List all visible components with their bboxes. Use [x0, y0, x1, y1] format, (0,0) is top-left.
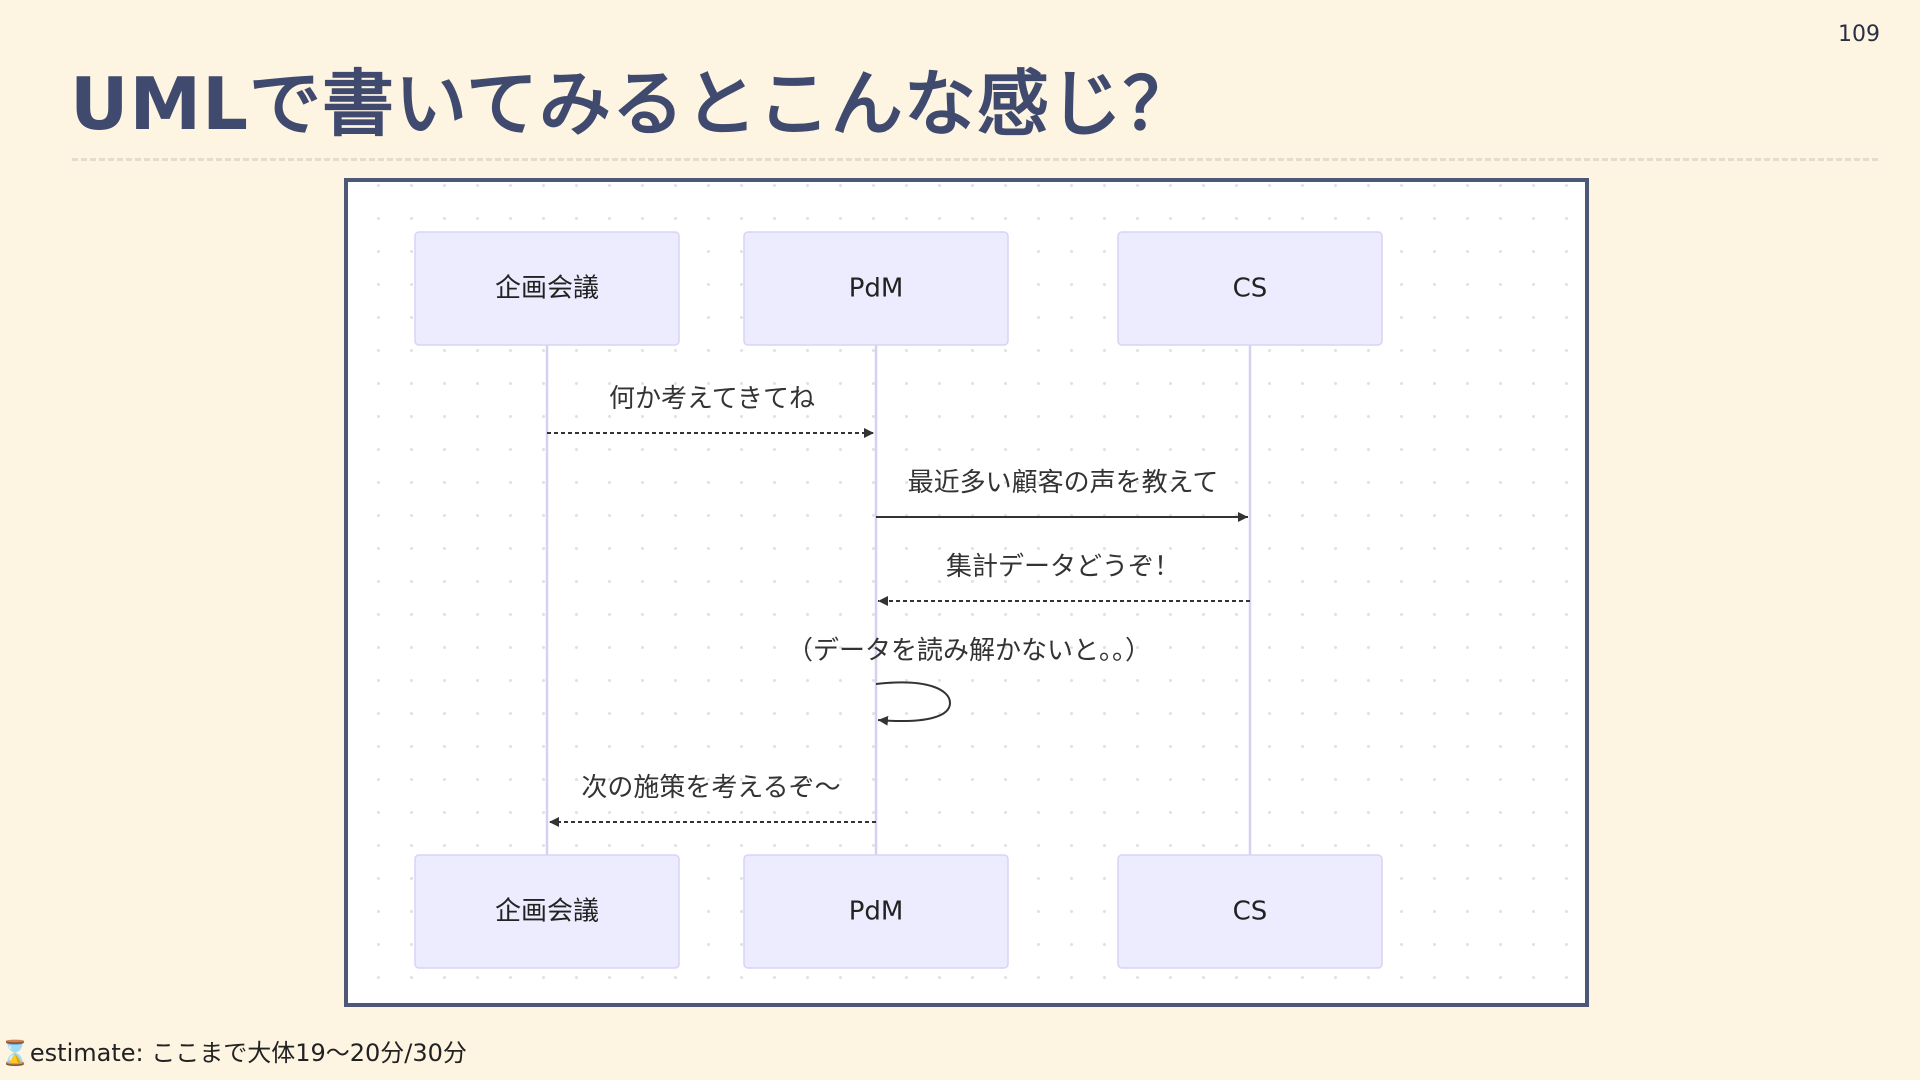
message-5: 次の施策を考えるぞ〜	[549, 773, 876, 827]
estimate-note: ⌛estimate: ここまで大体19〜20分/30分	[0, 1033, 467, 1068]
message-4: （データを読み解かないと。。）	[787, 636, 1151, 726]
title-divider	[72, 158, 1878, 161]
actor-label: PdM	[849, 897, 904, 927]
actor-label: 企画会議	[495, 274, 599, 304]
actor-label: CS	[1233, 274, 1268, 304]
hourglass-icon: ⌛	[0, 1039, 30, 1067]
message-label: 最近多い顧客の声を教えて	[908, 468, 1219, 498]
message-arrow	[875, 681, 952, 726]
slide-title: UMLで書いてみるとこんな感じ？	[70, 62, 1196, 146]
actor-label: 企画会議	[495, 897, 599, 927]
page-number: 109	[1838, 22, 1880, 47]
message-label: 次の施策を考えるぞ〜	[581, 773, 840, 803]
actor-top-planning: 企画会議	[414, 231, 680, 346]
message-label: 集計データどうぞ！	[946, 552, 1180, 582]
message-label: 何か考えてきてね	[609, 384, 815, 414]
actor-label: CS	[1233, 897, 1268, 927]
message-label: （データを読み解かないと。。）	[787, 636, 1151, 666]
sequence-diagram: 企画会議 PdM CS 何か考えてきてね 最近多い顧客の声を教えて 集計データど…	[344, 178, 1589, 1007]
message-3: 集計データどうぞ！	[878, 552, 1250, 606]
actor-top-cs: CS	[1117, 231, 1383, 346]
actor-bottom-planning: 企画会議	[414, 854, 680, 969]
estimate-text: estimate: ここまで大体19〜20分/30分	[29, 1039, 467, 1067]
actor-bottom-pdm: PdM	[743, 854, 1009, 969]
message-2: 最近多い顧客の声を教えて	[876, 468, 1248, 522]
message-1: 何か考えてきてね	[547, 384, 874, 438]
actor-bottom-cs: CS	[1117, 854, 1383, 969]
actor-top-pdm: PdM	[743, 231, 1009, 346]
actor-label: PdM	[849, 274, 904, 304]
